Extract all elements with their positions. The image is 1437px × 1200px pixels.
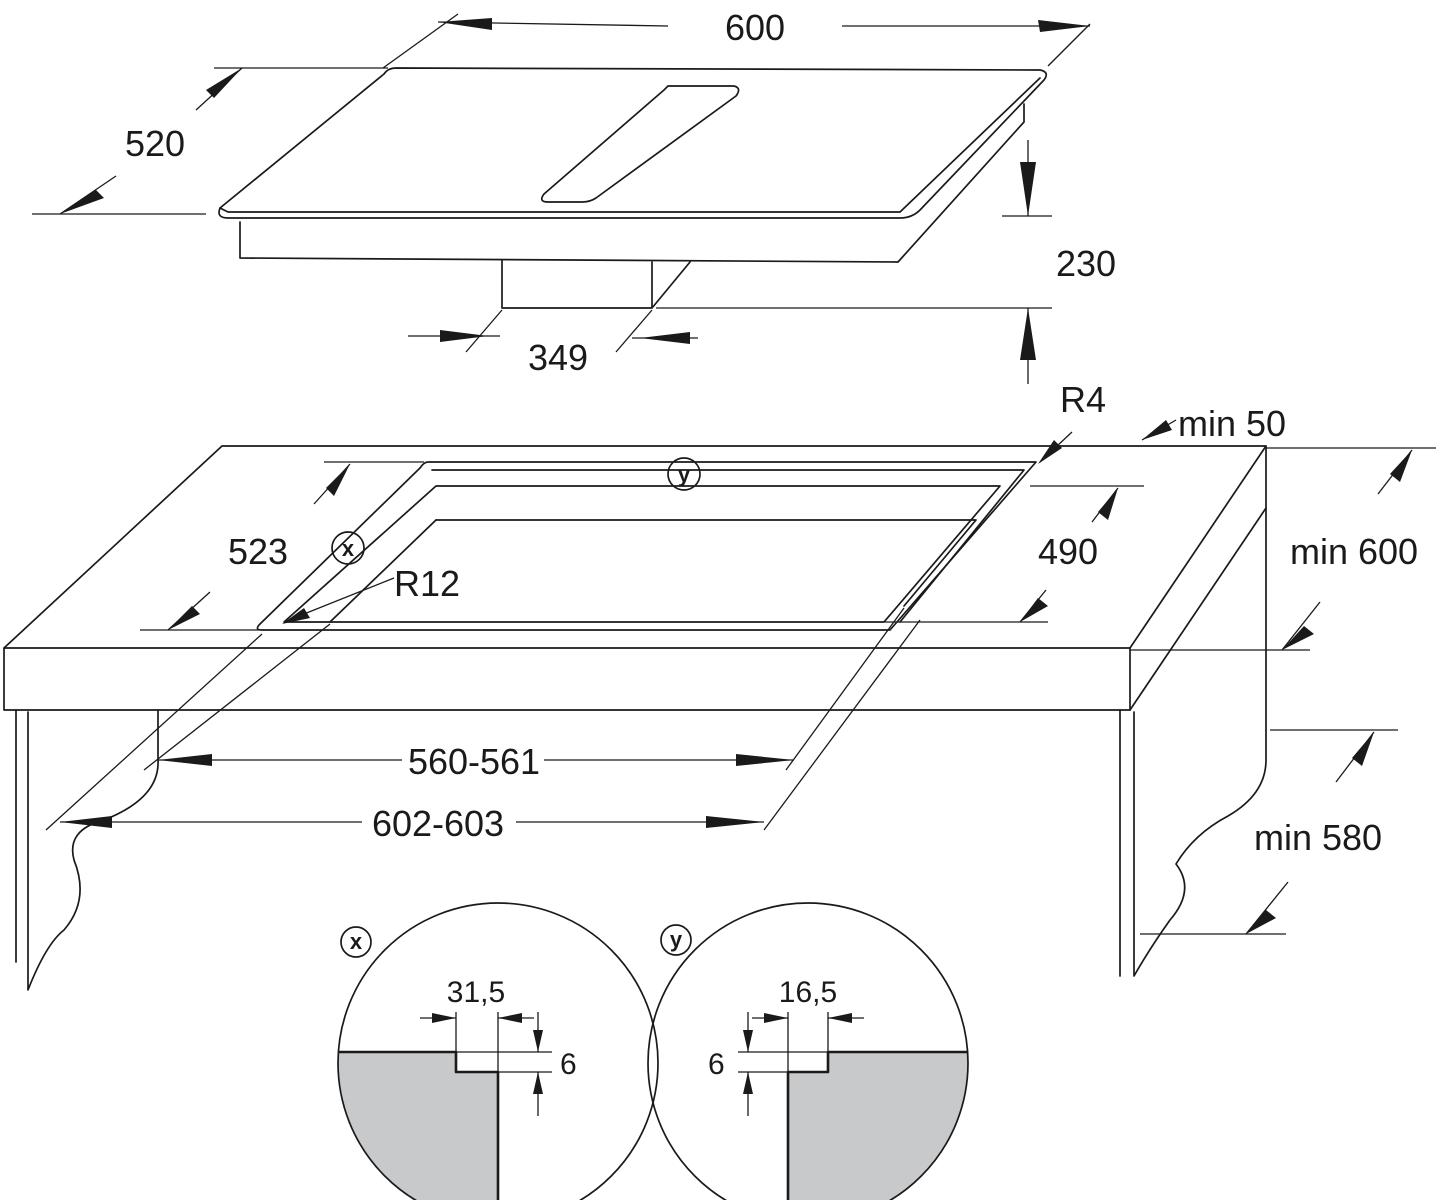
detail-x-width: 31,5	[447, 976, 505, 1009]
cabinet-left	[15, 709, 159, 991]
label-r4: R4	[1060, 379, 1106, 420]
detail-y-depth: 6	[708, 1048, 725, 1081]
dim-cabinet-depth	[1140, 729, 1398, 935]
cutout-inner	[283, 485, 1001, 623]
label-602-603: 602-603	[372, 803, 504, 844]
label-490: 490	[1038, 531, 1098, 572]
dim-hob-width	[382, 13, 1091, 69]
detail-y	[647, 902, 969, 1200]
label-duct-width: 349	[528, 337, 588, 378]
label-hob-height: 230	[1056, 243, 1116, 284]
hob-body	[239, 103, 1025, 263]
dim-hob-height	[656, 140, 1052, 384]
detail-y-circle	[647, 902, 969, 1200]
cabinet-right	[1119, 507, 1267, 977]
dim-cutout-depth-outer	[140, 461, 424, 631]
label-r12: R12	[394, 563, 460, 604]
detail-x	[337, 902, 659, 1200]
detail-x-section	[338, 1052, 498, 1200]
extraction-slot	[540, 85, 740, 203]
worktop-front	[3, 647, 1131, 711]
label-560-561: 560-561	[408, 741, 540, 782]
dim-cutout-width-outer	[45, 619, 921, 831]
detail-x-marker: x	[350, 929, 363, 954]
detail-y-width: 16,5	[779, 976, 837, 1009]
dim-cutout-depth	[884, 485, 1144, 623]
worktop-side	[1129, 445, 1267, 711]
dim-cutout-width-inner	[143, 607, 905, 771]
hob-glass-top	[218, 67, 1048, 219]
marker-x: x	[342, 536, 355, 561]
detail-x-depth: 6	[560, 1048, 577, 1081]
label-min580: min 580	[1254, 817, 1382, 858]
dim-worktop-depth	[1130, 447, 1436, 651]
dim-hob-depth	[32, 67, 388, 215]
detail-y-marker: y	[670, 927, 683, 952]
label-523: 523	[228, 531, 288, 572]
label-min600: min 600	[1290, 531, 1418, 572]
hob-duct	[501, 259, 691, 309]
marker-y: y	[678, 462, 691, 487]
detail-y-section	[788, 1052, 968, 1200]
label-min50: min 50	[1178, 403, 1286, 444]
dim-duct-width	[408, 309, 698, 353]
cutout-outer	[256, 461, 1037, 631]
label-hob-depth: 520	[125, 123, 185, 164]
hob-drawing	[218, 67, 1048, 309]
worktop-drawing	[3, 445, 1267, 991]
detail-x-circle	[337, 902, 659, 1200]
label-hob-width: 600	[725, 7, 785, 48]
